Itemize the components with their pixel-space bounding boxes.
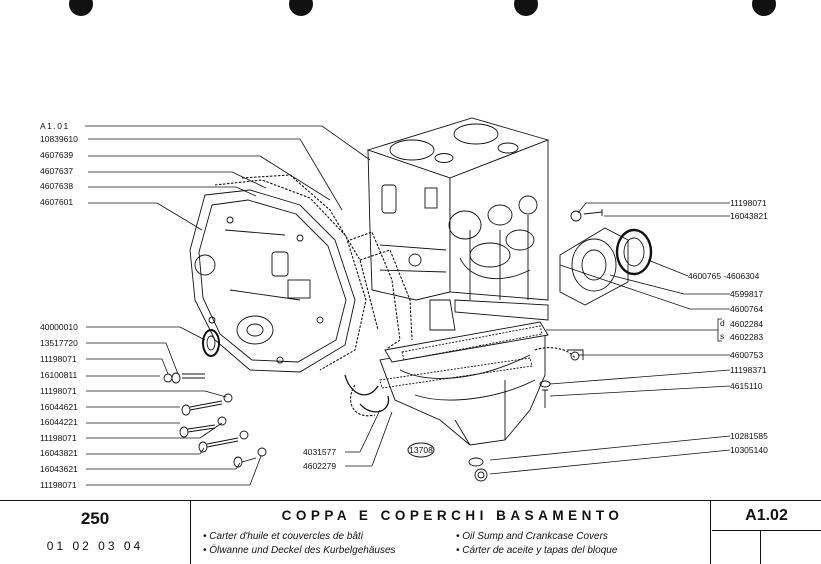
stamp-label: 13708 bbox=[409, 445, 433, 455]
part-label: 16043621 bbox=[40, 464, 78, 474]
sump-gasket-drawing bbox=[379, 325, 543, 389]
part-label: 16044621 bbox=[40, 402, 78, 412]
description-es: • Cárter de aceite y tapas del bloque bbox=[456, 545, 618, 556]
part-label: 16100811 bbox=[40, 370, 77, 380]
fasteners-left-drawing bbox=[163, 329, 267, 468]
part-label: 10305140 bbox=[730, 445, 768, 455]
part-label: 4602284 bbox=[730, 319, 763, 329]
part-label: 11198071 bbox=[40, 354, 77, 364]
model-number: 250 bbox=[80, 509, 110, 528]
left-part-labels: A1.01 10839610 4607639 4607637 4607638 4… bbox=[40, 121, 78, 490]
stamp-oval bbox=[407, 442, 435, 458]
part-label: 4615110 bbox=[730, 381, 763, 391]
divider bbox=[712, 530, 821, 531]
divider bbox=[760, 530, 761, 564]
page-code: A1.02 bbox=[745, 507, 788, 524]
divider bbox=[190, 501, 191, 564]
binder-hole bbox=[289, 0, 313, 16]
binder-hole bbox=[752, 0, 776, 16]
side-mark-d: d bbox=[720, 318, 725, 328]
part-label: 40000010 bbox=[40, 322, 78, 332]
description-en: • Oil Sump and Crankcase Covers bbox=[456, 531, 608, 542]
right-part-labels: 11198071 16043821 4600765 -4606304 45998… bbox=[688, 198, 768, 455]
part-label: 11198371 bbox=[730, 365, 767, 375]
description-de: • Ölwanne und Deckel des Kurbelgehäuses bbox=[203, 545, 396, 556]
center-part-labels: 4031577 4602279 bbox=[303, 447, 336, 471]
part-label: 13517720 bbox=[40, 338, 78, 348]
part-label: 4599817 bbox=[730, 289, 763, 299]
part-label: 4600765 -4606304 bbox=[688, 271, 760, 281]
leader-lines bbox=[85, 125, 731, 486]
part-label: A1.01 bbox=[40, 121, 70, 131]
exploded-parts-diagram: 13708 d s bbox=[40, 117, 768, 490]
engine-block-drawing bbox=[366, 117, 550, 331]
part-label: 4607637 bbox=[40, 166, 73, 176]
part-label: 10839610 bbox=[40, 134, 78, 144]
binder-hole bbox=[69, 0, 93, 16]
part-label: 16043821 bbox=[730, 211, 768, 221]
part-label: 4607639 bbox=[40, 150, 73, 160]
timing-cover-drawing bbox=[189, 189, 356, 373]
model-years: 01 02 03 04 bbox=[46, 539, 144, 553]
side-bracket bbox=[717, 318, 722, 342]
bearing-cap-drawing bbox=[344, 374, 390, 413]
cover-gaskets-drawing bbox=[214, 174, 576, 417]
part-label: 16043821 bbox=[40, 448, 78, 458]
part-label: 16044221 bbox=[40, 417, 78, 427]
part-label: 4600753 bbox=[730, 350, 763, 360]
fasteners-right-drawing bbox=[468, 349, 584, 482]
divider bbox=[710, 501, 711, 564]
part-label: 4607601 bbox=[40, 197, 73, 207]
side-mark-s: s bbox=[720, 331, 724, 341]
part-label: 10281585 bbox=[730, 431, 768, 441]
title-block: 250 01 02 03 04 COPPA E COPERCHI BASAMEN… bbox=[0, 500, 821, 564]
part-label: 11198071 bbox=[40, 433, 77, 443]
description-fr: • Carter d'huile et couvercles de bâti bbox=[203, 531, 363, 542]
page-title: COPPA E COPERCHI BASAMENTO bbox=[281, 508, 624, 523]
part-label: 4602283 bbox=[730, 332, 763, 342]
part-label: 11198071 bbox=[730, 198, 767, 208]
rear-seal-housing-drawing bbox=[559, 209, 653, 306]
part-label: 11198071 bbox=[40, 480, 77, 490]
part-label: 4031577 bbox=[303, 447, 336, 457]
binder-hole bbox=[514, 0, 538, 16]
part-label: 11198071 bbox=[40, 386, 77, 396]
part-label: 4607638 bbox=[40, 181, 73, 191]
part-label: 4602279 bbox=[303, 461, 336, 471]
part-label: 4600764 bbox=[730, 304, 763, 314]
